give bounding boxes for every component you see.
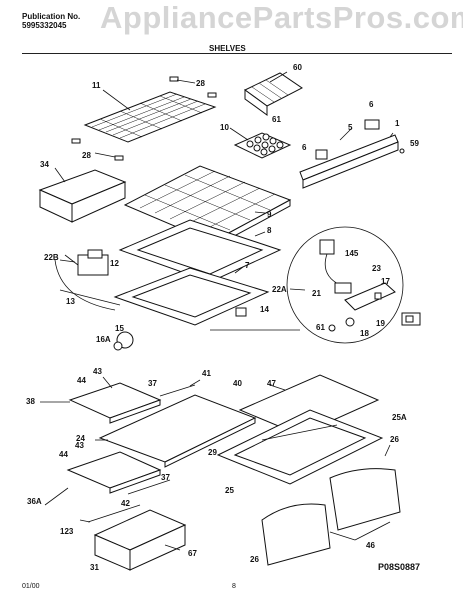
callout-1: 1 bbox=[395, 119, 400, 128]
callout-labels: 60 61 11 28 28 6 5 1 59 10 6 34 9 8 7 22… bbox=[26, 63, 419, 572]
callout-34: 34 bbox=[40, 160, 49, 169]
leader-lines bbox=[40, 71, 394, 551]
detail-view bbox=[286, 226, 404, 344]
drawer-rail bbox=[87, 504, 141, 523]
wire-shelf bbox=[83, 91, 217, 143]
callout-42: 42 bbox=[121, 499, 130, 508]
publication-number: 5995332045 bbox=[22, 21, 67, 30]
callout-38: 38 bbox=[26, 397, 35, 406]
header-rule bbox=[22, 53, 452, 54]
crisper-drawer-left bbox=[261, 503, 331, 566]
callout-18: 18 bbox=[360, 329, 369, 338]
drawer bbox=[93, 509, 187, 571]
detail-parts bbox=[319, 239, 396, 332]
trim-rail bbox=[159, 384, 196, 397]
callout-22b: 22B bbox=[44, 253, 59, 262]
callout-5: 5 bbox=[348, 123, 353, 132]
footer-date: 01/00 bbox=[22, 583, 40, 590]
small-bin bbox=[38, 169, 127, 223]
callout-36a: 36A bbox=[27, 497, 42, 506]
glass-shelf-small bbox=[68, 382, 162, 424]
switch bbox=[401, 312, 421, 326]
callout-14: 14 bbox=[260, 305, 269, 314]
callout-26-left: 26 bbox=[250, 555, 259, 564]
callout-12: 12 bbox=[110, 259, 119, 268]
light-socket bbox=[235, 307, 247, 317]
callout-9: 9 bbox=[267, 210, 272, 219]
callout-25a: 25A bbox=[392, 413, 407, 422]
utility-rack bbox=[244, 72, 303, 116]
callout-21: 21 bbox=[312, 289, 321, 298]
callout-10: 10 bbox=[220, 123, 229, 132]
shelf-frame bbox=[118, 219, 282, 283]
callout-43-upper: 43 bbox=[93, 367, 102, 376]
crisper-drawer-right bbox=[329, 468, 401, 531]
trim-strip bbox=[299, 119, 405, 189]
callout-60: 60 bbox=[293, 63, 302, 72]
callout-37-upper: 37 bbox=[148, 379, 157, 388]
publication-label: Publication No. bbox=[22, 12, 81, 21]
callout-31: 31 bbox=[90, 563, 99, 572]
callout-8: 8 bbox=[267, 226, 272, 235]
egg-tray bbox=[233, 132, 292, 159]
wiring bbox=[54, 259, 116, 311]
control-housing bbox=[59, 249, 121, 306]
callout-26-right: 26 bbox=[390, 435, 399, 444]
section-title: SHELVES bbox=[209, 44, 246, 53]
callout-46: 46 bbox=[366, 541, 375, 550]
callout-44-lower: 44 bbox=[59, 450, 68, 459]
callout-28-top: 28 bbox=[196, 79, 205, 88]
clip bbox=[315, 149, 328, 160]
callout-24: 24 bbox=[76, 434, 85, 443]
shelf-support-bottom-right bbox=[114, 155, 124, 161]
diagram-code: P08S0887 bbox=[378, 562, 421, 572]
callout-145: 145 bbox=[345, 249, 359, 258]
callout-22a: 22A bbox=[272, 285, 287, 294]
callout-6-lower: 6 bbox=[302, 143, 307, 152]
callout-16a: 16A bbox=[96, 335, 111, 344]
callout-7: 7 bbox=[245, 261, 250, 270]
callout-44-upper: 44 bbox=[77, 376, 86, 385]
glass-shelf-large bbox=[98, 394, 257, 468]
callout-13: 13 bbox=[66, 297, 75, 306]
cover-frame bbox=[113, 267, 270, 326]
callout-37-lower: 37 bbox=[161, 473, 170, 482]
callout-23: 23 bbox=[372, 264, 381, 273]
crisper-frame bbox=[216, 409, 384, 485]
shelf-support-top-right bbox=[207, 92, 217, 98]
callout-67: 67 bbox=[188, 549, 197, 558]
callout-41: 41 bbox=[202, 369, 211, 378]
shelf-trim bbox=[127, 479, 171, 495]
callout-11: 11 bbox=[92, 81, 101, 90]
callout-43-lower: 43 bbox=[75, 441, 84, 450]
callout-59: 59 bbox=[410, 139, 419, 148]
callout-29: 29 bbox=[208, 448, 217, 457]
shelf-support-top-left bbox=[169, 76, 179, 82]
bracket bbox=[364, 119, 380, 130]
knob bbox=[113, 331, 134, 351]
shelf-support-bottom-left bbox=[71, 138, 81, 144]
callout-61-detail: 61 bbox=[316, 323, 325, 332]
callout-25: 25 bbox=[225, 486, 234, 495]
callout-61: 61 bbox=[272, 115, 281, 124]
callout-17: 17 bbox=[381, 277, 390, 286]
callout-40: 40 bbox=[233, 379, 242, 388]
callout-28-bottom: 28 bbox=[82, 151, 91, 160]
watermark: AppliancePartsPros.com bbox=[100, 0, 463, 35]
callout-15: 15 bbox=[115, 324, 124, 333]
glass-shelf-lower bbox=[66, 451, 162, 494]
callout-123: 123 bbox=[60, 527, 74, 536]
callout-47: 47 bbox=[267, 379, 276, 388]
callout-6: 6 bbox=[369, 100, 374, 109]
callout-19: 19 bbox=[376, 319, 385, 328]
footer-page-number: 8 bbox=[232, 583, 236, 590]
